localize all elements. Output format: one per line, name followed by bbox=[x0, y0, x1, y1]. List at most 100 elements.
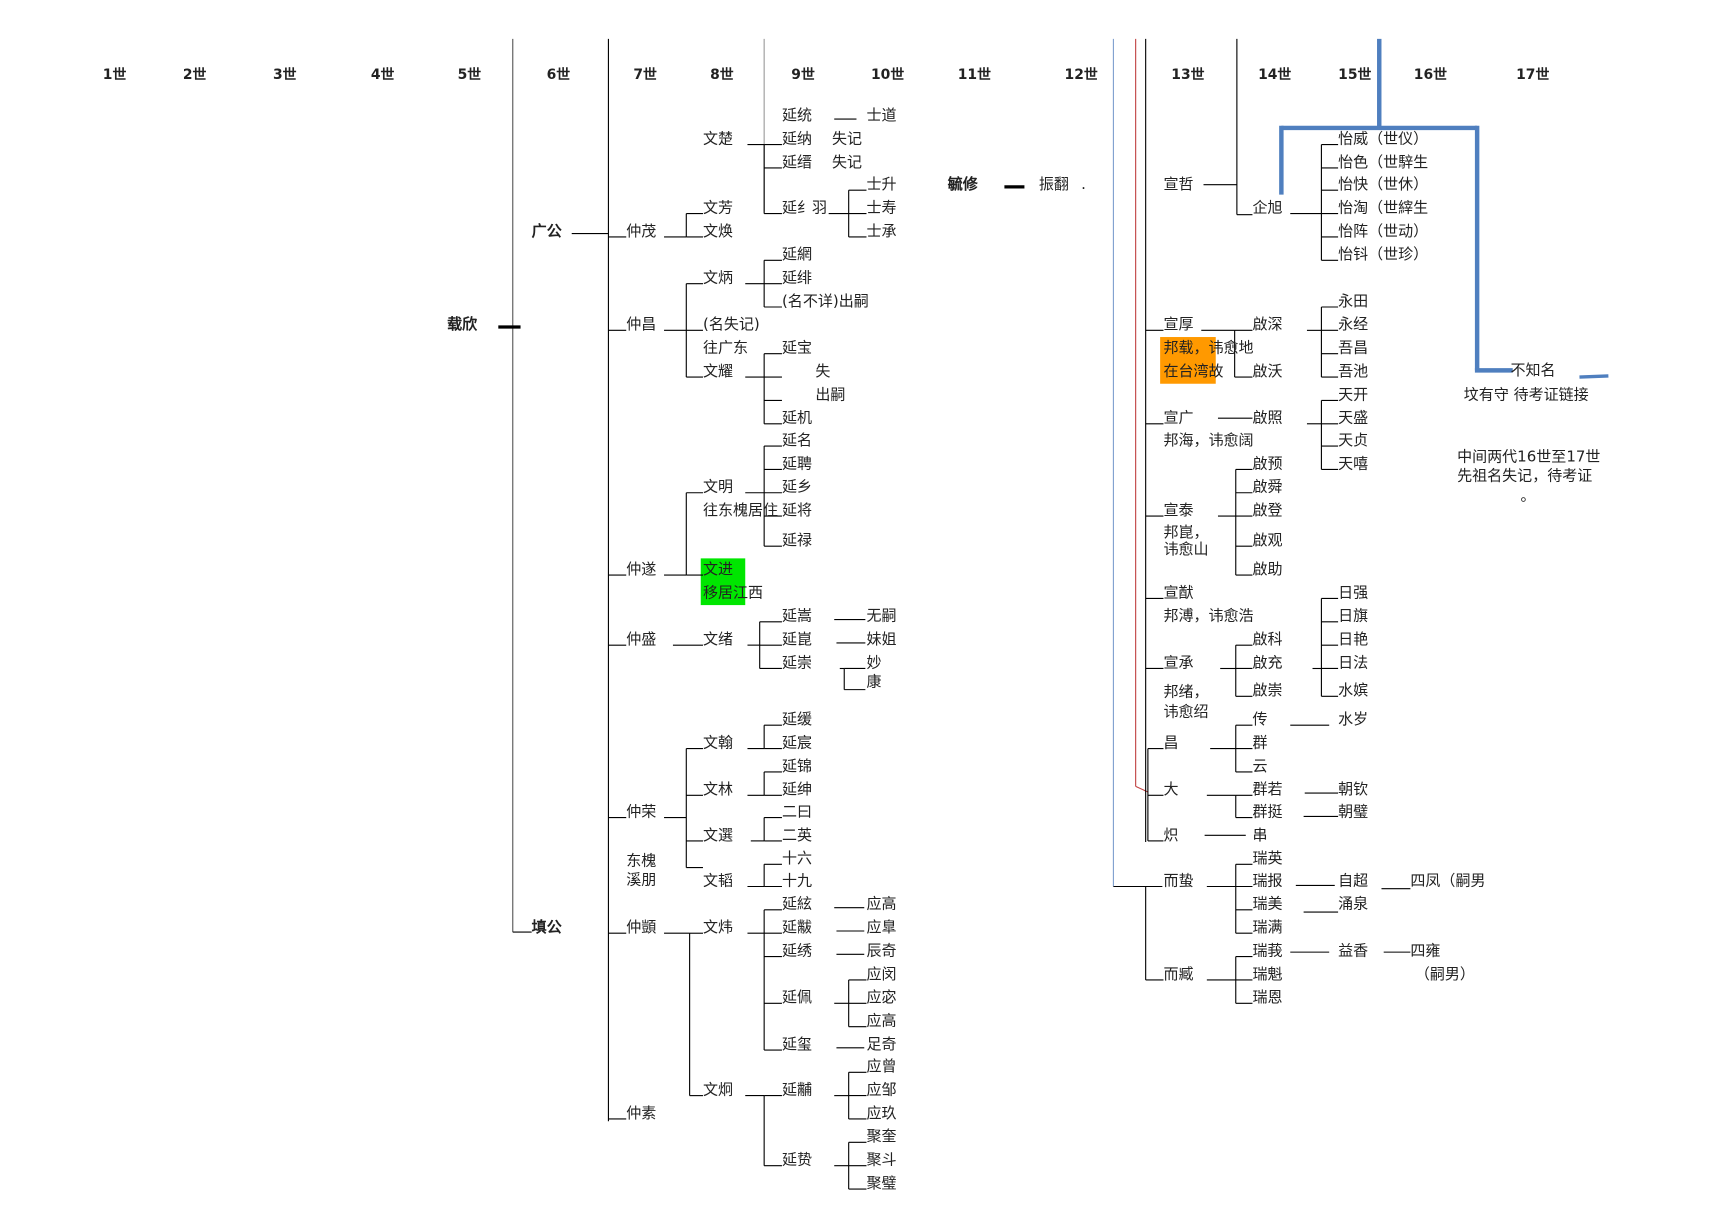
person-note: 失记 bbox=[832, 130, 863, 148]
person-name: 应臯 bbox=[866, 918, 897, 937]
person-name: 日法 bbox=[1338, 654, 1369, 672]
person-name: 瑞英 bbox=[1252, 849, 1283, 868]
person-name: 往东槐居住 bbox=[702, 501, 779, 520]
person-name: 日旗 bbox=[1338, 607, 1369, 626]
person-name: 延贽 bbox=[781, 1151, 812, 1170]
person-name: 延嵩 bbox=[781, 607, 812, 626]
highlight-orange bbox=[1160, 337, 1216, 384]
person-name: 文炜 bbox=[702, 918, 734, 937]
person-name: 延纳 bbox=[781, 130, 812, 148]
person-name: 十九 bbox=[781, 872, 812, 890]
person-name: 应高 bbox=[866, 1012, 897, 1030]
person-name: 四凤（嗣男 bbox=[1410, 872, 1486, 890]
generation-header: 16世 bbox=[1413, 65, 1448, 83]
person-name: 文明 bbox=[702, 478, 734, 497]
person-name: 云 bbox=[1252, 757, 1268, 776]
person-name: 延黼 bbox=[781, 1081, 812, 1099]
person-name: 延聘 bbox=[781, 454, 812, 473]
person-name: 康 bbox=[866, 672, 882, 691]
person-name: 仲茂 bbox=[626, 222, 657, 241]
person-name: 瑞恩 bbox=[1252, 988, 1283, 1007]
person-note: 失 bbox=[815, 362, 831, 381]
person-name: 天嘻 bbox=[1338, 454, 1369, 473]
person-name: 群若 bbox=[1252, 780, 1283, 799]
person-name: 企旭 bbox=[1252, 199, 1283, 217]
note-text: 坟有守 待考证链接 bbox=[1463, 385, 1589, 404]
person-name: 啟预 bbox=[1252, 454, 1283, 473]
person-name: 延玺 bbox=[781, 1035, 812, 1054]
person-name: 涌泉 bbox=[1338, 895, 1369, 914]
generation-header: 13世 bbox=[1171, 65, 1205, 83]
person-name: 延禄 bbox=[781, 531, 812, 550]
generation-header: 8世 bbox=[710, 65, 734, 83]
person-name: 延绅 bbox=[781, 780, 812, 799]
person-name: 邦溥，讳愈浩 bbox=[1163, 607, 1254, 626]
person-name: 仲顗 bbox=[626, 918, 657, 937]
person-name: 啟沃 bbox=[1252, 362, 1283, 381]
person-name: 瑞莪 bbox=[1252, 942, 1283, 960]
person-name: 日强 bbox=[1338, 583, 1369, 602]
person-name: 瑞美 bbox=[1252, 895, 1283, 914]
person-name: 载欣 bbox=[447, 315, 478, 334]
generation-header: 2世 bbox=[182, 65, 207, 83]
person-name: 应闵 bbox=[866, 965, 897, 984]
person-name: 群挺 bbox=[1252, 803, 1283, 821]
person-name: 朝钦 bbox=[1338, 780, 1369, 799]
person-name: 聚璧 bbox=[866, 1174, 897, 1193]
person-name: 邦绪， bbox=[1163, 682, 1209, 701]
generation-header: 7世 bbox=[633, 65, 657, 83]
person-name: 聚奎 bbox=[866, 1127, 897, 1146]
generation-header: 5世 bbox=[457, 65, 482, 83]
person-name: 延将 bbox=[781, 501, 812, 520]
person-name: 邦载，讳愈地 bbox=[1163, 339, 1254, 358]
person-name: 天开 bbox=[1338, 385, 1369, 404]
person-name: 文炯 bbox=[702, 1081, 734, 1099]
person-name: 足奇 bbox=[866, 1035, 897, 1054]
person-name: 仲遂 bbox=[626, 560, 657, 579]
person-name: 邦海，讳愈阔 bbox=[1163, 431, 1254, 450]
person-name: 文炳 bbox=[702, 269, 734, 287]
person-name: 往广东 bbox=[702, 339, 749, 358]
person-name: 无嗣 bbox=[866, 607, 897, 626]
person-name: 聚斗 bbox=[866, 1151, 897, 1170]
person-name: 宣厚 bbox=[1163, 315, 1194, 334]
person-note: 失记 bbox=[832, 153, 863, 172]
person-name: 而蛰 bbox=[1163, 872, 1194, 890]
person-name: 宣哲 bbox=[1163, 175, 1194, 194]
person-name: 昌 bbox=[1163, 734, 1179, 752]
person-name: 益香 bbox=[1338, 942, 1369, 960]
person-name: 延缙 bbox=[781, 153, 812, 172]
person-name: 二曰 bbox=[781, 803, 812, 821]
person-name: 日艳 bbox=[1338, 630, 1369, 649]
person-name: 仲盛 bbox=[626, 630, 657, 649]
person-name: 啟照 bbox=[1252, 409, 1283, 428]
person-name: 溪朋 bbox=[626, 870, 657, 889]
person-name: 应宓 bbox=[866, 988, 897, 1007]
generation-header: 11世 bbox=[957, 65, 992, 83]
person-name: 仲昌 bbox=[626, 315, 657, 334]
person-name: 文楚 bbox=[702, 130, 734, 148]
person-name: 延绣 bbox=[781, 942, 812, 960]
person-name: 怡快（世休） bbox=[1338, 175, 1429, 194]
note-text: 中间两代16世至17世 bbox=[1457, 448, 1601, 467]
person-name: 东槐 bbox=[626, 852, 657, 870]
person-name: 邦崑， bbox=[1163, 523, 1209, 542]
person-name: 文进 bbox=[702, 560, 734, 579]
generation-header: 6世 bbox=[546, 65, 571, 83]
person-name: 宣猷 bbox=[1163, 583, 1194, 602]
person-name: 宣泰 bbox=[1163, 501, 1194, 520]
generation-header: 14世 bbox=[1258, 65, 1292, 83]
person-name: 延網 bbox=[781, 245, 812, 264]
person-name: 啟科 bbox=[1252, 630, 1283, 649]
person-name: 文芳 bbox=[702, 199, 734, 217]
person-name: (名失记) bbox=[702, 315, 760, 334]
person-name: 吾昌 bbox=[1338, 339, 1369, 358]
person-name: 自超 bbox=[1338, 872, 1369, 890]
person-name: 辰奇 bbox=[866, 942, 897, 960]
generation-header: 15世 bbox=[1338, 65, 1372, 83]
person-name: 广公 bbox=[531, 222, 562, 241]
person-name: (名不详)出嗣 bbox=[781, 292, 869, 311]
person-name: 串 bbox=[1252, 826, 1268, 845]
person-name: 延崇 bbox=[781, 654, 812, 672]
person-name: 应曾 bbox=[866, 1057, 897, 1076]
